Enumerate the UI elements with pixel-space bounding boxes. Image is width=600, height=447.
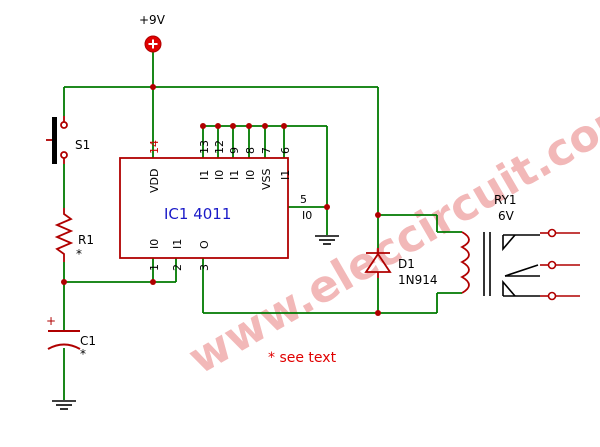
power-supply: +9V <box>139 13 166 53</box>
ic-pin-13: 13 I1 <box>198 140 211 180</box>
ic-pin-7: 7 VSS <box>260 147 273 190</box>
svg-text:6: 6 <box>279 147 292 154</box>
diode-icon <box>364 248 392 278</box>
ground-icon <box>52 400 76 410</box>
ic-bottom-pins: 1 I0 2 I1 3 O <box>148 239 211 271</box>
svg-text:3: 3 <box>198 264 211 271</box>
svg-text:12: 12 <box>213 140 226 154</box>
resistor-icon <box>54 208 74 262</box>
ic-pin-9: 9 I1 <box>228 147 241 180</box>
svg-text:9: 9 <box>228 147 241 154</box>
relay-contacts-icon <box>502 234 540 297</box>
supply-label: +9V <box>139 13 166 27</box>
svg-text:5: 5 <box>300 193 307 206</box>
relay-ry1: RY1 6V <box>460 193 580 301</box>
svg-text:I1: I1 <box>171 239 184 249</box>
capacitor-icon <box>47 330 81 350</box>
resistor-r1: R1 * <box>54 208 94 262</box>
relay-voltage: 6V <box>498 209 515 223</box>
diode-d1: D1 1N914 <box>364 248 438 287</box>
svg-text:O: O <box>198 240 211 249</box>
svg-text:8: 8 <box>244 147 257 154</box>
svg-text:VSS: VSS <box>260 168 273 190</box>
ic-pin-14: 14 VDD <box>148 140 161 193</box>
ic-pin-2: 2 I1 <box>171 239 184 271</box>
ground-icon-ic <box>315 235 339 245</box>
capacitor-note: * <box>80 347 86 361</box>
junctions <box>61 84 381 316</box>
svg-text:13: 13 <box>198 140 211 154</box>
ic-pin-5: 5 I0 <box>300 193 312 222</box>
svg-text:I0: I0 <box>213 170 226 180</box>
svg-text:1: 1 <box>148 264 161 271</box>
relay-terminal-leads <box>540 232 580 297</box>
ic-pin-3: 3 O <box>198 240 211 271</box>
svg-text:I1: I1 <box>279 170 292 180</box>
svg-text:I1: I1 <box>228 170 241 180</box>
resistor-label: R1 <box>78 233 94 247</box>
relay-coil-icon <box>460 231 470 294</box>
ic-top-pins: 14 VDD 13 I1 12 I0 9 I1 8 I0 7 VSS <box>148 140 292 193</box>
ic-pin-1: 1 I0 <box>148 239 161 271</box>
svg-text:2: 2 <box>171 264 184 271</box>
switch-label: S1 <box>75 138 90 152</box>
ic-pin-8: 8 I0 <box>244 147 257 180</box>
ic-4011: IC1 4011 14 VDD 13 I1 12 I0 9 I1 8 I0 <box>119 140 312 271</box>
svg-text:14: 14 <box>148 140 161 154</box>
ic-pin-12: 12 I0 <box>213 140 226 180</box>
switch-s1: S1 <box>46 116 90 164</box>
capacitor-label: C1 <box>80 334 96 348</box>
svg-text:I0: I0 <box>302 209 312 222</box>
ic-name: IC1 4011 <box>164 205 231 223</box>
svg-text:VDD: VDD <box>148 169 161 193</box>
capacitor-polarity: + <box>46 314 56 328</box>
svg-text:I0: I0 <box>148 239 161 249</box>
ic-pin-6: 6 I1 <box>279 147 292 180</box>
push-switch-icon <box>46 116 68 164</box>
diode-part: 1N914 <box>398 273 438 287</box>
footnote: * see text <box>268 350 337 366</box>
ic-body <box>119 157 289 259</box>
svg-text:I0: I0 <box>244 170 257 180</box>
wires <box>63 52 462 400</box>
capacitor-c1: + C1 * <box>46 314 96 361</box>
resistor-note: * <box>76 247 82 261</box>
relay-terminals <box>547 228 557 301</box>
svg-text:7: 7 <box>260 147 273 154</box>
diode-label: D1 <box>398 257 415 271</box>
svg-text:I1: I1 <box>198 170 211 180</box>
relay-label: RY1 <box>494 193 517 207</box>
